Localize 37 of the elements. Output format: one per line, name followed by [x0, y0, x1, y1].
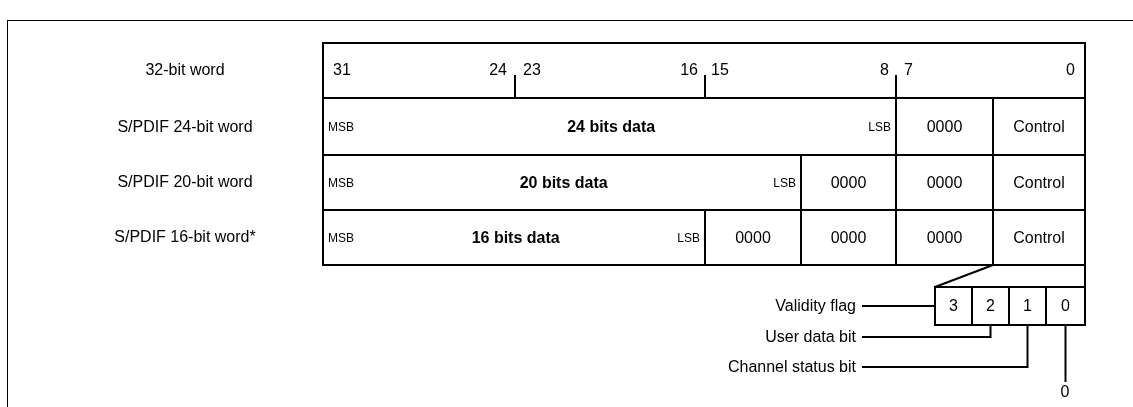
msb-label: MSB	[328, 119, 354, 134]
bit-number: 7	[904, 60, 913, 80]
lsb-label: LSB	[677, 230, 700, 245]
leader-line	[1064, 324, 1067, 383]
leader-text: Validity flag	[600, 295, 856, 317]
leader-line	[861, 324, 1029, 368]
bit-cell: 1	[1008, 286, 1047, 326]
lsb-label: LSB	[868, 119, 891, 134]
expansion-line	[934, 264, 994, 288]
bit-number: 16	[680, 60, 698, 80]
msb-label: MSB	[328, 230, 354, 245]
row-label: S/PDIF 16-bit word*	[114, 227, 256, 247]
field-cell: Control	[992, 209, 1086, 266]
field-label: 24 bits data	[566, 117, 657, 136]
bit-cell: 2	[971, 286, 1010, 326]
row-label: S/PDIF 20-bit word	[117, 172, 253, 192]
msb-label: MSB	[328, 175, 354, 190]
lsb-label: LSB	[773, 175, 796, 190]
bit-cell: 3	[934, 286, 973, 326]
bit-number: 15	[711, 60, 729, 80]
data-field-cell	[322, 209, 706, 266]
expansion-line	[1084, 264, 1086, 288]
leader-line	[861, 305, 936, 307]
row-label: S/PDIF 24-bit word	[117, 117, 253, 137]
bit-number: 8	[880, 60, 889, 80]
field-label: 20 bits data	[518, 173, 609, 192]
leader-text: 0	[1056, 381, 1074, 403]
bit-cell: 0	[1045, 286, 1086, 326]
bit-number: 31	[333, 60, 351, 80]
bit-number: 23	[523, 60, 541, 80]
leader-text: User data bit	[600, 326, 856, 348]
field-label: 16 bits data	[470, 228, 561, 247]
leader-line	[861, 324, 992, 338]
row-label: 32-bit word	[145, 60, 225, 80]
bit-number: 0	[1066, 60, 1075, 80]
bit-number: 24	[489, 60, 507, 80]
leader-text: Channel status bit	[580, 356, 856, 378]
